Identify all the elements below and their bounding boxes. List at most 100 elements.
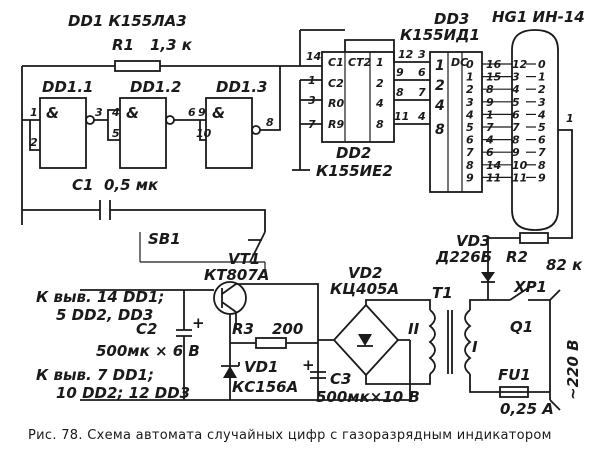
r1-value: 1,3 к	[150, 36, 193, 54]
vd2-diode	[358, 334, 372, 346]
dd3-in1: 1	[435, 58, 445, 74]
t1-winding-ii: II	[408, 320, 420, 338]
r2-resistor	[519, 232, 549, 244]
dd2-dividers	[344, 52, 371, 142]
dd2-q1: 1	[376, 56, 384, 69]
dd12-inverter	[165, 115, 175, 125]
dd12-sym: &	[126, 104, 139, 122]
dd3-output-7: 7	[466, 146, 474, 159]
dd2-q1-loop	[344, 39, 395, 62]
dd12-pin5: 5	[112, 127, 120, 140]
tube-digit-0: 0	[538, 58, 546, 71]
hg1-label: HG1 ИН-14	[492, 8, 585, 26]
dd2-pin8: 8	[396, 86, 404, 99]
vt1-body	[221, 283, 237, 313]
t1-core	[447, 310, 453, 374]
tube-digit-5: 5	[538, 121, 546, 134]
feedback-wire	[21, 66, 266, 225]
tube-digit-1: 1	[538, 71, 546, 84]
dd11-pin1: 1	[30, 106, 38, 119]
xp1-label: XP1	[513, 278, 547, 296]
dd3-pin7: 7	[418, 86, 426, 99]
vt1-collector-wire	[236, 283, 319, 400]
dd13-pin10: 10	[196, 127, 212, 140]
r1-resistor	[114, 60, 161, 72]
ground-bus	[80, 340, 411, 401]
dd3-output-6: 6	[466, 134, 474, 147]
vd2-type: КЦ405А	[330, 280, 399, 298]
hg1-anode-wire	[548, 129, 573, 239]
dd12-pin4: 4	[111, 106, 120, 119]
note1-line2: 5 DD2, DD3	[56, 306, 153, 324]
dd2-type: К155ИЕ2	[316, 162, 393, 180]
r3-label: R3	[232, 320, 254, 338]
tube-pin-4: 6	[512, 108, 520, 121]
c1-label: C1	[72, 176, 93, 194]
r2-value: 82 к	[546, 256, 583, 274]
dd2-reset-wires	[299, 79, 322, 170]
vd1-label: VD1	[244, 358, 279, 376]
dd11-out-wire	[94, 109, 120, 141]
vt1-label: VT1	[228, 250, 260, 268]
dd13-gate	[205, 97, 253, 169]
t1-primary	[464, 309, 472, 375]
dd3-output-8: 8	[466, 159, 474, 172]
dd2-c1: C1	[328, 56, 344, 69]
c2-value: 500мк × 6 В	[96, 342, 200, 360]
tube-digit-9: 9	[538, 171, 546, 184]
dd3-output-2: 2	[466, 83, 474, 96]
sb1-return	[139, 232, 266, 270]
dd2-pin9: 9	[396, 66, 404, 79]
dd3-in8: 8	[435, 122, 445, 138]
dd13-inverter	[251, 125, 261, 135]
mains-label: ~220 В	[564, 339, 582, 400]
c1-value: 0,5 мк	[104, 176, 159, 194]
t1-secondary	[428, 309, 436, 375]
xp1-plug	[549, 289, 561, 411]
t1-winding-i: I	[472, 338, 478, 356]
vd1-diode	[223, 366, 237, 378]
t1-primary-wires	[469, 299, 550, 393]
dd2-pin11: 11	[394, 110, 409, 123]
fu1-label: FU1	[498, 366, 531, 384]
dd13-pin9: 9	[198, 106, 206, 119]
tube-pin-2: 4	[511, 83, 520, 96]
dd3-dividers	[447, 52, 463, 192]
dd3-output-1: 1	[466, 71, 474, 84]
tube-digit-2: 2	[538, 83, 546, 96]
dd3-output-5: 5	[466, 121, 474, 134]
dd1-title: DD1 К155ЛА3	[68, 12, 187, 30]
c2-label: C2	[136, 320, 157, 338]
c3-capacitor	[310, 371, 326, 379]
dd11-pin2: 2	[30, 136, 38, 149]
c3-label: C3	[330, 370, 351, 388]
tube-pin-6: 8	[512, 134, 520, 147]
tube-pin-9: 11	[512, 171, 527, 184]
dd2-r0: R0	[328, 97, 344, 110]
tube-digit-7: 7	[538, 146, 546, 159]
hg1-tube	[511, 29, 559, 231]
tube-pin-1: 3	[512, 71, 520, 84]
hg1-anode-pin: 1	[566, 112, 574, 125]
tube-digit-4: 4	[537, 108, 546, 121]
dd3-pin6: 6	[418, 66, 426, 79]
dd3-in4: 4	[434, 98, 445, 114]
vd3-label: VD3	[456, 232, 491, 250]
dd13-out-wire	[260, 66, 281, 131]
r3-resistor	[255, 337, 287, 349]
vd2-label: VD2	[348, 264, 383, 282]
r2-label: R2	[506, 248, 528, 266]
tube-pin-0: 12	[512, 58, 528, 71]
dd3-output-0: 0	[466, 58, 474, 71]
tube-digit-8: 8	[538, 159, 546, 172]
c2-plus: +	[192, 314, 205, 332]
dd2-r9: R9	[328, 118, 344, 131]
vd3-type: Д226Б	[435, 248, 492, 266]
c3-value: 500мк×10 В	[316, 388, 420, 406]
dd13-sym: &	[212, 104, 225, 122]
q1-label: Q1	[510, 318, 533, 336]
vd1-bar	[221, 362, 240, 367]
